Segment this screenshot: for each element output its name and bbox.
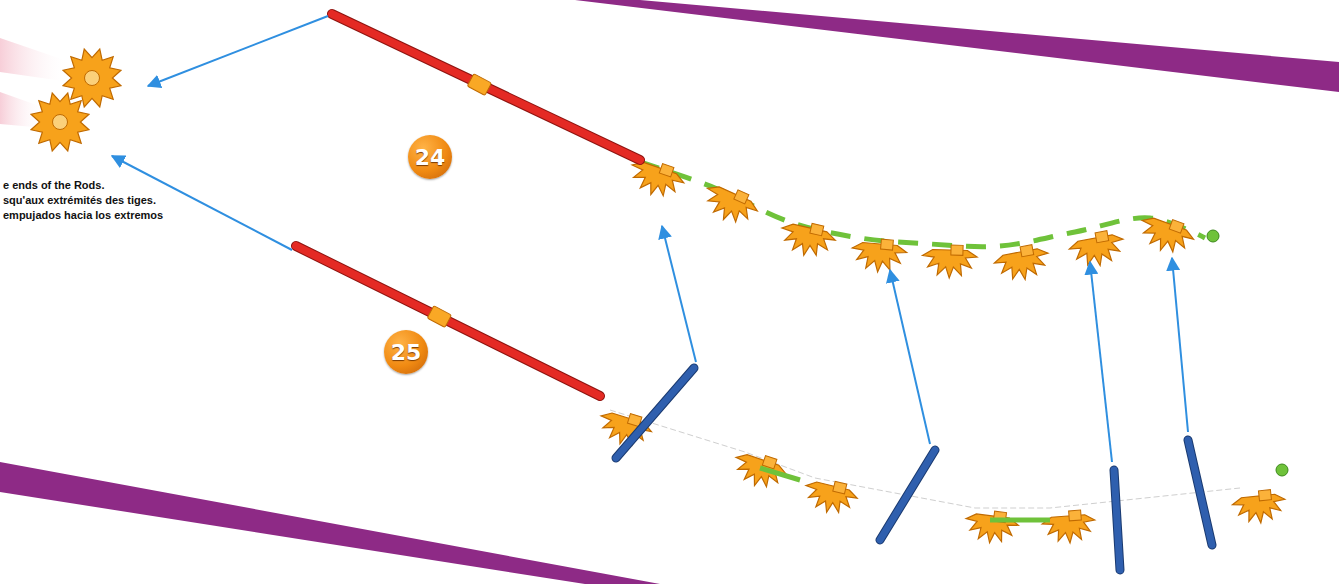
assembly-arrow [148, 16, 328, 86]
assembly-arrow [890, 270, 930, 444]
half-connector [632, 162, 684, 196]
green-rod [990, 518, 1050, 523]
connector-hub [53, 115, 68, 130]
callout-number: 24 [415, 145, 446, 170]
assembly-arrow [1172, 258, 1188, 432]
rod-outline [296, 246, 600, 396]
purple-band [0, 462, 660, 584]
rod [296, 246, 600, 396]
rod-outline [1188, 440, 1212, 545]
green-rod [760, 468, 800, 480]
connector-clip [1020, 245, 1034, 257]
instruction-text: empujados hacia los extremos [3, 209, 163, 221]
half-connector [782, 224, 835, 255]
half-connector [708, 187, 758, 222]
connector-clip [734, 190, 749, 204]
half-connector [1142, 218, 1193, 252]
rod-outline [616, 368, 694, 458]
connector-clip [1169, 220, 1184, 233]
half-connector [1232, 494, 1284, 523]
rod-outline [332, 14, 640, 160]
half-connector [852, 243, 906, 272]
connector-clip [951, 245, 963, 255]
rod-outline [880, 450, 935, 540]
half-connector [923, 250, 978, 278]
motion-glow [0, 38, 70, 82]
rod [880, 450, 935, 540]
half-connector [1042, 515, 1094, 543]
green-rod [640, 162, 1205, 247]
rod-clip [467, 74, 491, 96]
connector-clip [659, 164, 674, 177]
connector-hub [85, 71, 100, 86]
connector-clip [1095, 231, 1109, 243]
connector-clip [1258, 490, 1271, 501]
half-connector [806, 482, 857, 512]
connector-clip [833, 481, 847, 494]
gear-connector [63, 49, 121, 107]
callout-number: 25 [391, 340, 422, 365]
callout-circle: 25 [384, 330, 428, 374]
gear-connector [31, 93, 89, 151]
connector-clip [1069, 510, 1082, 521]
rod [1114, 470, 1120, 570]
rod-end [1207, 230, 1219, 242]
rod-outline [1114, 470, 1120, 570]
rod-end [1276, 464, 1288, 476]
rod [332, 14, 640, 160]
callout-circle: 24 [408, 135, 452, 179]
assembly-arrow [1090, 262, 1112, 462]
instruction-text: e ends of the Rods. [3, 179, 104, 191]
connector-clip [810, 223, 824, 235]
rod [1188, 440, 1212, 545]
purple-band [575, 0, 1339, 92]
instruction-text: squ'aux extrémités des tiges. [3, 194, 156, 206]
rod [616, 368, 694, 458]
connector-clip [881, 239, 894, 250]
assembly-arrow [662, 226, 696, 362]
rod-clip [427, 306, 451, 328]
